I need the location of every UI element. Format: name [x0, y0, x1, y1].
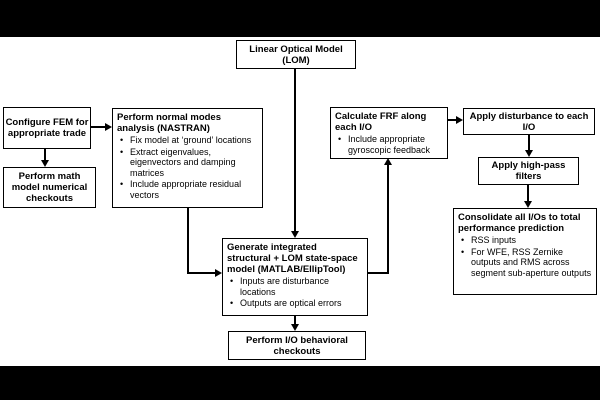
node-title: Consolidate all I/Os to total performanc…	[458, 212, 581, 234]
node-configure-fem: Configure FEM for appropriate trade	[3, 107, 91, 149]
node-linear-optical-model: Linear Optical Model (LOM)	[236, 40, 356, 69]
node-title: Perform math model numerical checkouts	[11, 171, 88, 204]
bullet-item: Extract eigenvalues, eigenvectors and da…	[117, 147, 258, 179]
arrowhead-down-icon	[291, 324, 299, 331]
connector-highpass-to-consolidate	[527, 185, 529, 202]
node-state-space-model: Generate integrated structural + LOM sta…	[222, 238, 368, 316]
bullet-list: Inputs are disturbance locations Outputs…	[227, 275, 363, 309]
node-title: Configure FEM for appropriate trade	[5, 117, 89, 139]
arrowhead-down-icon	[291, 231, 299, 238]
node-title: Generate integrated structural + LOM sta…	[227, 242, 358, 275]
node-title: Perform normal modes analysis (NASTRAN)	[117, 112, 221, 134]
arrowhead-down-icon	[525, 150, 533, 157]
bullet-list: Fix model at ‘ground’ locations Extract …	[117, 134, 258, 200]
node-calculate-frf: Calculate FRF along each I/O Include app…	[330, 107, 448, 159]
bullet-item: RSS inputs	[458, 235, 592, 246]
arrowhead-right-icon	[105, 123, 112, 131]
node-title: Linear Optical Model (LOM)	[249, 43, 343, 66]
node-normal-modes-analysis: Perform normal modes analysis (NASTRAN) …	[112, 108, 263, 208]
connector-lom-to-statespace	[294, 69, 296, 232]
bullet-list: RSS inputs For WFE, RSS Zernike outputs …	[458, 234, 592, 278]
node-high-pass-filters: Apply high-pass filters	[478, 157, 579, 185]
node-math-model-checkouts: Perform math model numerical checkouts	[3, 167, 96, 208]
bullet-item: Outputs are optical errors	[227, 298, 363, 309]
bullet-item: For WFE, RSS Zernike outputs and RMS acr…	[458, 247, 592, 279]
arrowhead-right-icon	[215, 269, 222, 277]
connector-normalmodes-to-statespace	[187, 272, 216, 274]
node-apply-disturbance: Apply disturbance to each I/O	[463, 108, 595, 135]
arrowhead-up-icon	[384, 158, 392, 165]
arrowhead-down-icon	[524, 201, 532, 208]
node-title: Calculate FRF along each I/O	[335, 111, 427, 133]
bullet-item: Inputs are disturbance locations	[227, 276, 363, 297]
connector-cfem-to-normalmodes	[90, 126, 106, 128]
connector-disturbance-to-highpass	[528, 135, 530, 151]
node-title: Apply disturbance to each I/O	[469, 110, 589, 133]
bullet-item: Fix model at ‘ground’ locations	[117, 135, 258, 146]
connector-statespace-to-frf	[387, 164, 389, 274]
connector-statespace-to-iocheckouts	[294, 316, 296, 325]
connector-frf-to-disturbance	[448, 119, 457, 121]
node-io-behavioral-checkouts: Perform I/O behavioral checkouts	[228, 331, 366, 360]
node-title: Perform I/O behavioral checkouts	[246, 334, 348, 357]
bullet-list: Include appropriate gyroscopic feedback	[335, 133, 443, 155]
node-title: Apply high-pass filters	[491, 160, 566, 182]
connector-statespace-to-frf	[367, 272, 389, 274]
bullet-item: Include appropriate residual vectors	[117, 179, 258, 200]
arrowhead-right-icon	[456, 116, 463, 124]
bullet-item: Include appropriate gyroscopic feedback	[335, 134, 443, 155]
connector-cfem-to-mathcheckouts	[44, 148, 46, 161]
node-consolidate-ios: Consolidate all I/Os to total performanc…	[453, 208, 597, 295]
connector-normalmodes-to-statespace	[187, 207, 189, 274]
arrowhead-down-icon	[41, 160, 49, 167]
